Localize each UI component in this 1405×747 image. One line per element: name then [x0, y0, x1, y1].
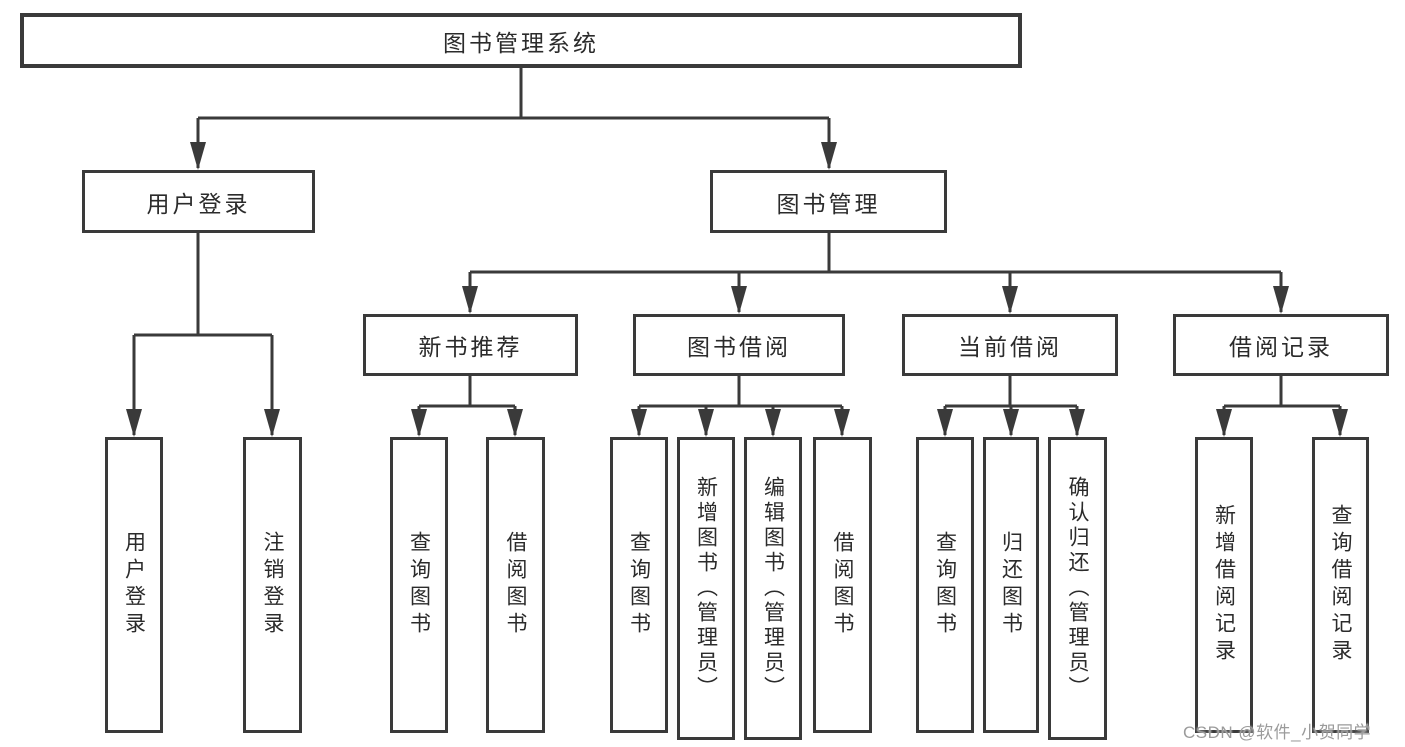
node-book-borrow: 图书借阅 [633, 314, 845, 376]
connector-arrowheads [126, 142, 1348, 437]
leaf-user-login: 用户登录 [105, 437, 163, 733]
leaf-query-books-recommend: 查询图书 [390, 437, 448, 733]
leaf-borrow-books-recommend: 借阅图书 [486, 437, 545, 733]
leaf-return-books: 归还图书 [983, 437, 1039, 733]
leaf-edit-books-admin: 编辑图书（管理员） [744, 437, 802, 740]
connector-stems [132, 68, 1342, 435]
leaf-borrow-books: 借阅图书 [813, 437, 872, 733]
leaf-add-books-admin: 新增图书（管理员） [677, 437, 735, 740]
csdn-watermark: CSDN @软件_小贺同学 [1183, 723, 1372, 742]
node-current-borrow: 当前借阅 [902, 314, 1118, 376]
leaf-query-books-current: 查询图书 [916, 437, 974, 733]
node-library-management-system: 图书管理系统 [20, 13, 1022, 68]
leaf-add-borrow-record: 新增借阅记录 [1195, 437, 1253, 733]
leaf-query-books-borrow: 查询图书 [610, 437, 668, 733]
leaf-query-borrow-record: 查询借阅记录 [1312, 437, 1369, 733]
node-user-login-group: 用户登录 [82, 170, 315, 233]
leaf-logout: 注销登录 [243, 437, 302, 733]
node-book-management: 图书管理 [710, 170, 947, 233]
node-borrow-records: 借阅记录 [1173, 314, 1389, 376]
leaf-confirm-return-admin: 确认归还（管理员） [1048, 437, 1107, 740]
node-new-book-recommend: 新书推荐 [363, 314, 578, 376]
